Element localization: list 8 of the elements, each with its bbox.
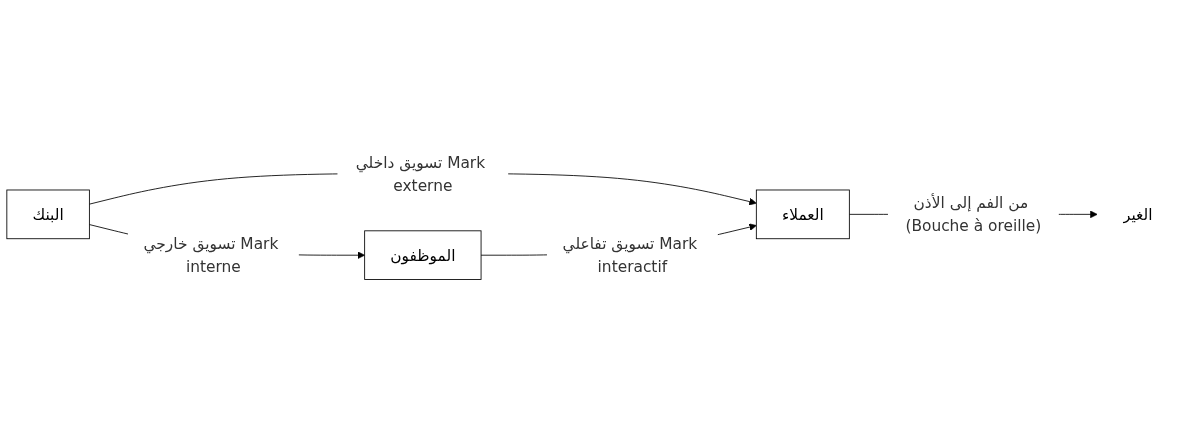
node-box: العملاء bbox=[755, 189, 850, 240]
node-text: الغير bbox=[1122, 205, 1153, 224]
edge-label: تسويق داخلي Mark externe bbox=[355, 153, 486, 195]
node-box: الموظفون bbox=[364, 230, 482, 280]
edge-label: تسويق خارجي Mark interne bbox=[143, 234, 279, 276]
node-box: البنك bbox=[6, 189, 90, 240]
edge-label: من الفم إلى الأذن (Bouche à oreille) bbox=[905, 193, 1042, 235]
edge-label: تسويق تفاعلي Mark interactif bbox=[562, 234, 698, 276]
